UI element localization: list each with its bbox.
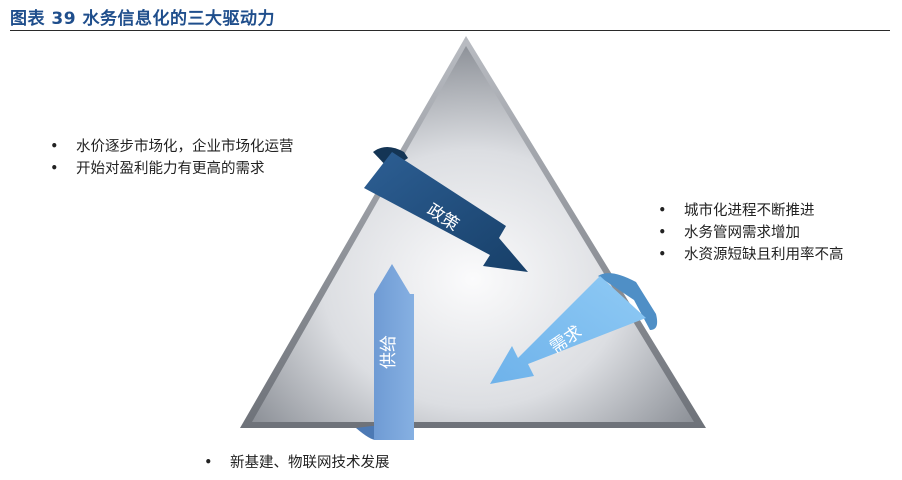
- list-item: 水资源短缺且利用率不高: [658, 244, 844, 266]
- policy-arrow: 政策: [364, 147, 528, 272]
- figure-title: 图表 39 水务信息化的三大驱动力: [10, 9, 275, 29]
- demand-arrow: 需求: [490, 273, 658, 384]
- list-item: 城市化进程不断推进: [658, 200, 844, 222]
- list-item: 水务管网需求增加: [658, 222, 844, 244]
- supply-bullets: 新基建、物联网技术发展: [204, 452, 390, 474]
- title-divider: [10, 30, 890, 31]
- supply-arrow: 供给: [356, 264, 414, 440]
- supply-arrow-label: 供给: [379, 335, 399, 369]
- demand-bullets: 城市化进程不断推进 水务管网需求增加 水资源短缺且利用率不高: [658, 200, 844, 266]
- list-item: 新基建、物联网技术发展: [204, 452, 390, 474]
- policy-bullets: 水价逐步市场化，企业市场化运营 开始对盈利能力有更高的需求: [50, 136, 294, 180]
- list-item: 开始对盈利能力有更高的需求: [50, 158, 294, 180]
- list-item: 水价逐步市场化，企业市场化运营: [50, 136, 294, 158]
